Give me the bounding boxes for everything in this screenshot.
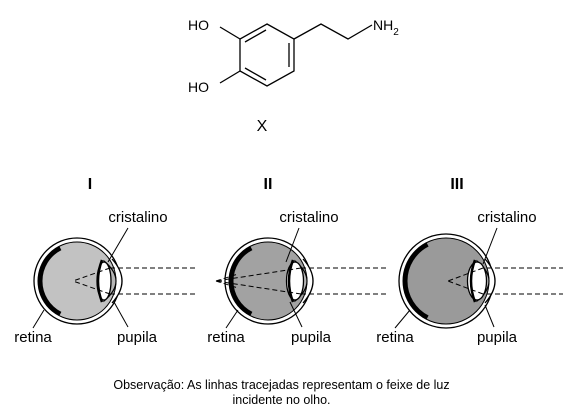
lens-label: cristalino xyxy=(477,209,536,226)
aromatic-bond-1 xyxy=(244,29,267,43)
amine-subscript: 2 xyxy=(393,27,399,38)
lens-leader-line xyxy=(482,227,498,265)
ethyl-chain xyxy=(293,23,373,40)
refracted-ray-top xyxy=(215,267,302,282)
diverging-ray-top xyxy=(215,273,239,282)
light-rays xyxy=(447,267,563,295)
retina-label: retina xyxy=(207,329,245,346)
pupil-leader-line xyxy=(113,301,129,328)
refracted-ray-top xyxy=(72,267,111,282)
molecule-structure xyxy=(219,23,373,87)
oh-bottom-label: HO xyxy=(188,79,209,95)
pupil-label: pupila xyxy=(117,329,158,346)
eye-diagram-3: III cristalino retina pupila xyxy=(376,176,563,346)
pupil-label: pupila xyxy=(477,329,518,346)
refracted-ray-bottom xyxy=(447,280,484,295)
refracted-ray-top xyxy=(447,267,484,282)
eye-numeral: I xyxy=(88,176,92,193)
diverging-ray-bottom xyxy=(215,280,239,289)
iris-edge xyxy=(96,259,104,303)
retina xyxy=(229,246,253,316)
aromatic-bond-3 xyxy=(244,67,267,81)
retina-label: retina xyxy=(376,329,414,346)
eye-diagram-2: II cristalino retina pupila xyxy=(207,176,386,346)
benzene-ring xyxy=(239,23,295,87)
refracted-ray-bottom xyxy=(215,280,302,295)
iris-edge xyxy=(469,259,477,303)
observation-note-line1: Observação: As linhas tracejadas represe… xyxy=(113,378,450,392)
pupil-leader-line xyxy=(484,304,495,328)
lens-label: cristalino xyxy=(279,209,338,226)
molecule-label-x: X xyxy=(257,118,268,135)
retina-leader-line xyxy=(394,309,411,329)
eye-numeral: III xyxy=(450,176,463,193)
pupil-leader-line xyxy=(289,301,303,328)
retina-leader-line xyxy=(225,309,239,329)
retina-label: retina xyxy=(14,329,52,346)
bond-oh-top xyxy=(219,26,241,40)
lens-label: cristalino xyxy=(108,209,167,226)
refracted-ray-bottom xyxy=(72,280,111,295)
eye-numeral: II xyxy=(264,176,273,193)
iris-edge xyxy=(287,259,295,303)
pupil-label: pupila xyxy=(291,329,332,346)
light-rays xyxy=(215,267,386,295)
amine-label: NH2 xyxy=(373,17,399,38)
light-rays xyxy=(72,267,195,295)
retina-leader-line xyxy=(32,309,45,329)
lens-leader-line xyxy=(285,227,300,263)
lens-leader-line xyxy=(107,227,129,263)
observation-note-line2: incidente no olho. xyxy=(232,393,331,407)
retina xyxy=(403,242,429,320)
retina xyxy=(38,246,62,316)
amine-nh: NH xyxy=(373,17,393,33)
bond-oh-bottom xyxy=(219,70,241,84)
oh-top-label: HO xyxy=(188,17,209,33)
